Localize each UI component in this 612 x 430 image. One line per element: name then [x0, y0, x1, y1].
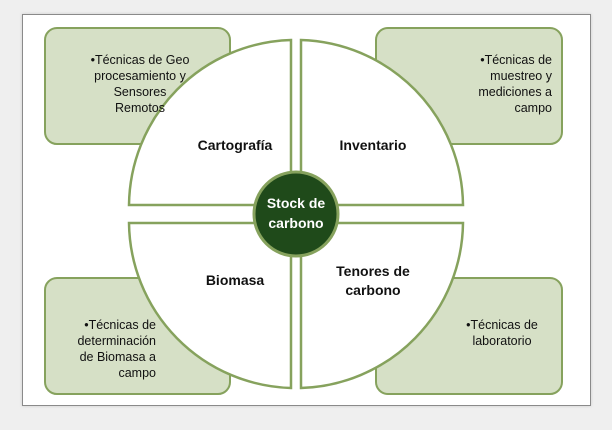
- box-line: procesamiento y: [94, 69, 186, 83]
- quarter-top-right: [299, 38, 465, 207]
- quarter-top-left: [127, 38, 293, 207]
- quadrant-label-biomasa: Biomasa: [205, 272, 265, 288]
- quadrant-label-cartografia: Cartografía: [197, 137, 273, 153]
- box-line: de Biomasa a: [79, 350, 156, 364]
- box-line: Remotos: [114, 101, 166, 115]
- box-line: mediciones a: [478, 85, 552, 99]
- quadrant-label-inventario: Inventario: [339, 137, 407, 153]
- quadrant-label-tenores: Tenores de carbono: [308, 262, 438, 300]
- box-top-left-text: •Técnicas de Geo procesamiento y Sensore…: [56, 52, 224, 116]
- center-label-line: carbono: [268, 215, 324, 231]
- center-label: Stock de carbono: [246, 193, 346, 233]
- box-line: •Técnicas de: [84, 318, 156, 332]
- quadrant-label-line: Tenores de: [336, 263, 410, 279]
- box-line: muestreo y: [490, 69, 552, 83]
- box-line: laboratorio: [472, 334, 532, 348]
- quadrant-label-line: carbono: [345, 282, 401, 298]
- box-top-right-text: •Técnicas de muestreo y mediciones a cam…: [440, 52, 552, 116]
- box-bottom-right-text: •Técnicas de laboratorio: [452, 317, 552, 349]
- box-line: •Técnicas de Geo: [90, 53, 190, 67]
- box-bottom-left-text: •Técnicas de determinación de Biomasa a …: [56, 317, 156, 381]
- box-line: •Técnicas de: [466, 318, 538, 332]
- box-line: Sensores: [113, 85, 167, 99]
- quarter-bottom-right: [299, 221, 465, 390]
- box-line: campo: [118, 366, 156, 380]
- box-line: determinación: [77, 334, 156, 348]
- center-circle: [252, 170, 340, 258]
- box-line: campo: [514, 101, 552, 115]
- center-label-line: Stock de: [266, 195, 326, 211]
- box-line: •Técnicas de: [480, 53, 552, 67]
- quarter-bottom-left: [127, 221, 293, 390]
